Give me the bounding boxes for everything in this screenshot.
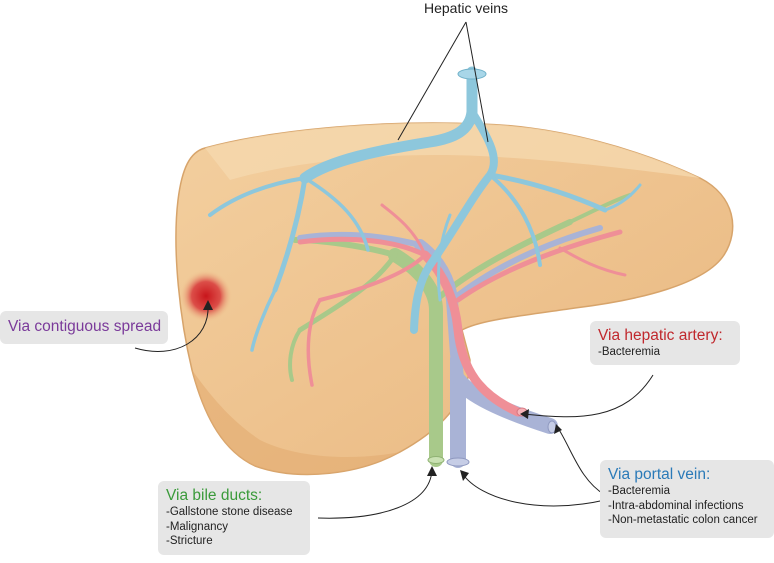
hepatic-artery-box: Via hepatic artery: -Bacteremia <box>590 321 740 365</box>
hepatic-artery-item: -Bacteremia <box>598 346 660 358</box>
bile-duct-opening <box>427 456 445 464</box>
liver-lower-shade <box>192 370 400 475</box>
portal-vein-item: -Bacteremia <box>608 485 670 497</box>
bile-ducts-item: -Stricture <box>166 535 213 547</box>
abscess-spot <box>180 270 232 322</box>
bile-ducts-item: -Gallstone stone disease <box>166 506 293 518</box>
bile-ducts-title: Via bile ducts: <box>166 487 263 504</box>
portal-vein-opening <box>446 457 470 467</box>
ivc-opening <box>457 68 487 80</box>
liver-upper-surface <box>205 123 700 180</box>
arrowheads <box>203 300 562 481</box>
portal-vein-item: -Intra-abdominal infections <box>608 499 744 512</box>
hepatic-artery <box>297 203 627 417</box>
hepatic-veins <box>208 66 642 352</box>
portal-vein-title: Via portal vein: <box>608 466 711 483</box>
bile-ducts-item: -Malignancy <box>166 520 228 533</box>
contiguous-spread-box: Via contiguous spread <box>0 311 168 344</box>
bile-ducts-box: Via bile ducts: -Gallstone stone disease… <box>158 481 310 555</box>
hepatic-veins-label: Hepatic veins <box>424 0 509 16</box>
portal-vein-box: Via portal vein: -Bacteremia -Intra-abdo… <box>600 460 774 538</box>
pathway-arrows <box>134 304 654 519</box>
hepatic-artery-title: Via hepatic artery: <box>598 327 723 344</box>
contiguous-spread-title: Via contiguous spread <box>8 318 162 335</box>
portal-vein-item: -Non-metastatic colon cancer <box>608 514 758 526</box>
hepatic-veins-pointers <box>397 21 489 143</box>
